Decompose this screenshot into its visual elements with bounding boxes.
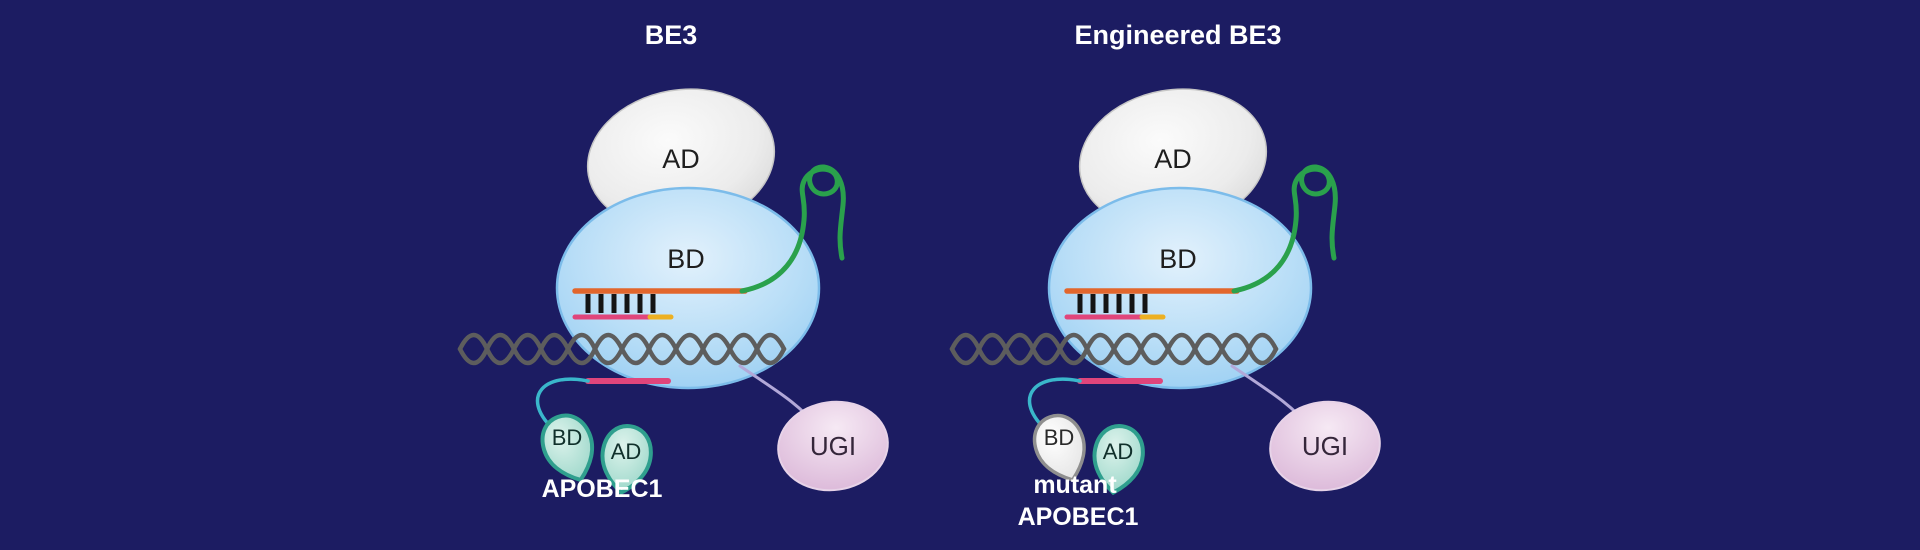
mutant-label-line1: mutant <box>1033 471 1117 499</box>
apobec-linker <box>535 377 590 430</box>
apobec-linker <box>1027 377 1082 430</box>
panel-title-be3: BE3 <box>645 20 698 50</box>
dna-helix-strand-bottom <box>949 332 1279 366</box>
apobec-ad-leaf <box>1092 424 1145 496</box>
sgrna-scaffold <box>1231 164 1338 294</box>
mutant-apobec-bd-leaf <box>1032 413 1086 482</box>
dna-helix-strand-bottom <box>457 332 787 366</box>
cas9-body-ellipse <box>1047 186 1313 390</box>
ugi-label: UGI <box>810 431 856 461</box>
panel-be3: AD BD BD AD APOBEC1 UGI <box>457 88 889 503</box>
apobec-bd-label: BD <box>552 425 583 450</box>
apobec-ad-leaf <box>600 424 653 496</box>
cas9-body-ellipse <box>555 186 821 390</box>
cas9-ad-label: AD <box>1154 144 1192 174</box>
mutant-label-line2: APOBEC1 <box>1018 503 1139 531</box>
ugi-protein-ellipse <box>1269 400 1381 492</box>
base-pairing-comb <box>585 294 656 313</box>
apobec-ad-label: AD <box>1103 439 1134 464</box>
apobec-name-label: APOBEC1 <box>542 475 663 503</box>
cas9-bd-label: BD <box>667 244 705 274</box>
ugi-label: UGI <box>1302 431 1348 461</box>
panel-title-engineered-be3: Engineered BE3 <box>1074 20 1281 50</box>
ugi-protein-ellipse <box>777 400 889 492</box>
panel-engineered-be3: AD BD BD AD mutant APOBEC1 UGI <box>949 88 1381 531</box>
cas9-bd-label: BD <box>1159 244 1197 274</box>
apobec-bd-leaf <box>540 413 595 483</box>
sgrna-scaffold <box>739 164 846 294</box>
base-pairing-comb <box>1077 294 1148 313</box>
apobec-ad-label: AD <box>611 439 642 464</box>
mutant-apobec-bd-label: BD <box>1044 425 1075 450</box>
cas9-ad-label: AD <box>662 144 700 174</box>
